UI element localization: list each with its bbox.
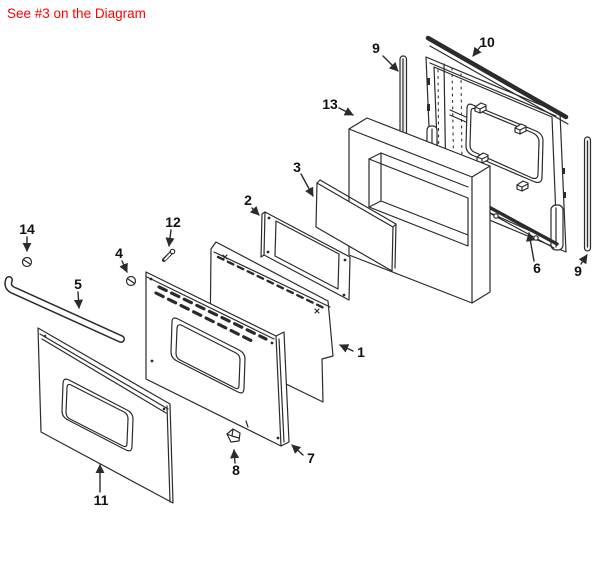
svg-text:10: 10 (479, 34, 495, 50)
window-clip (514, 123, 527, 135)
top-trim-strip (425, 35, 569, 125)
callout-4: 4 (115, 245, 128, 273)
back-panel-window (465, 103, 544, 184)
callout-2: 2 (244, 192, 260, 216)
screw-12 (162, 248, 176, 262)
diagram-note: See #3 on the Diagram (7, 6, 146, 21)
callout-12: 12 (165, 214, 181, 247)
svg-text:4: 4 (115, 245, 123, 261)
svg-text:11: 11 (94, 492, 109, 508)
window-clip (474, 102, 487, 114)
window-frame (260, 211, 351, 301)
window-clip (476, 152, 489, 164)
svg-text:9: 9 (574, 263, 582, 279)
svg-text:2: 2 (244, 192, 252, 208)
window-clip (516, 180, 529, 192)
svg-text:6: 6 (533, 260, 541, 276)
svg-text:3: 3 (293, 159, 301, 175)
svg-text:12: 12 (165, 214, 181, 230)
door-window-glass (315, 179, 397, 272)
callout-8: 8 (230, 449, 240, 478)
svg-text:8: 8 (232, 462, 240, 478)
svg-text:5: 5 (74, 276, 82, 292)
svg-text:7: 7 (307, 450, 315, 466)
grommet-screw (21, 256, 33, 268)
door-clip-8 (226, 428, 241, 443)
screw-4 (125, 275, 137, 287)
door-handle (4, 276, 125, 343)
svg-text:13: 13 (322, 96, 338, 112)
callout-11: 11 (94, 464, 109, 508)
callout-3: 3 (293, 159, 314, 197)
callout-9-left: 9 (372, 40, 399, 72)
callout-7: 7 (291, 444, 315, 466)
svg-text:14: 14 (19, 221, 35, 237)
callout-5: 5 (73, 276, 84, 309)
side-trim-strip-left (399, 55, 408, 141)
callouts: 9 10 13 3 2 (19, 34, 588, 508)
callout-1: 1 (339, 344, 365, 360)
callout-13: 13 (322, 96, 354, 116)
callout-10: 10 (472, 34, 495, 57)
front-door-panel (145, 271, 290, 447)
callout-6: 6 (525, 232, 541, 276)
callout-14: 14 (19, 221, 35, 252)
front-panel-window (170, 317, 246, 394)
side-trim-strip-right (583, 136, 592, 252)
callout-9-right: 9 (574, 254, 588, 279)
hinge-bracket-right (550, 204, 564, 251)
outer-door-glass-panel (37, 327, 174, 504)
outer-glass-window (61, 378, 134, 452)
svg-text:1: 1 (357, 344, 365, 360)
svg-text:9: 9 (372, 40, 380, 56)
